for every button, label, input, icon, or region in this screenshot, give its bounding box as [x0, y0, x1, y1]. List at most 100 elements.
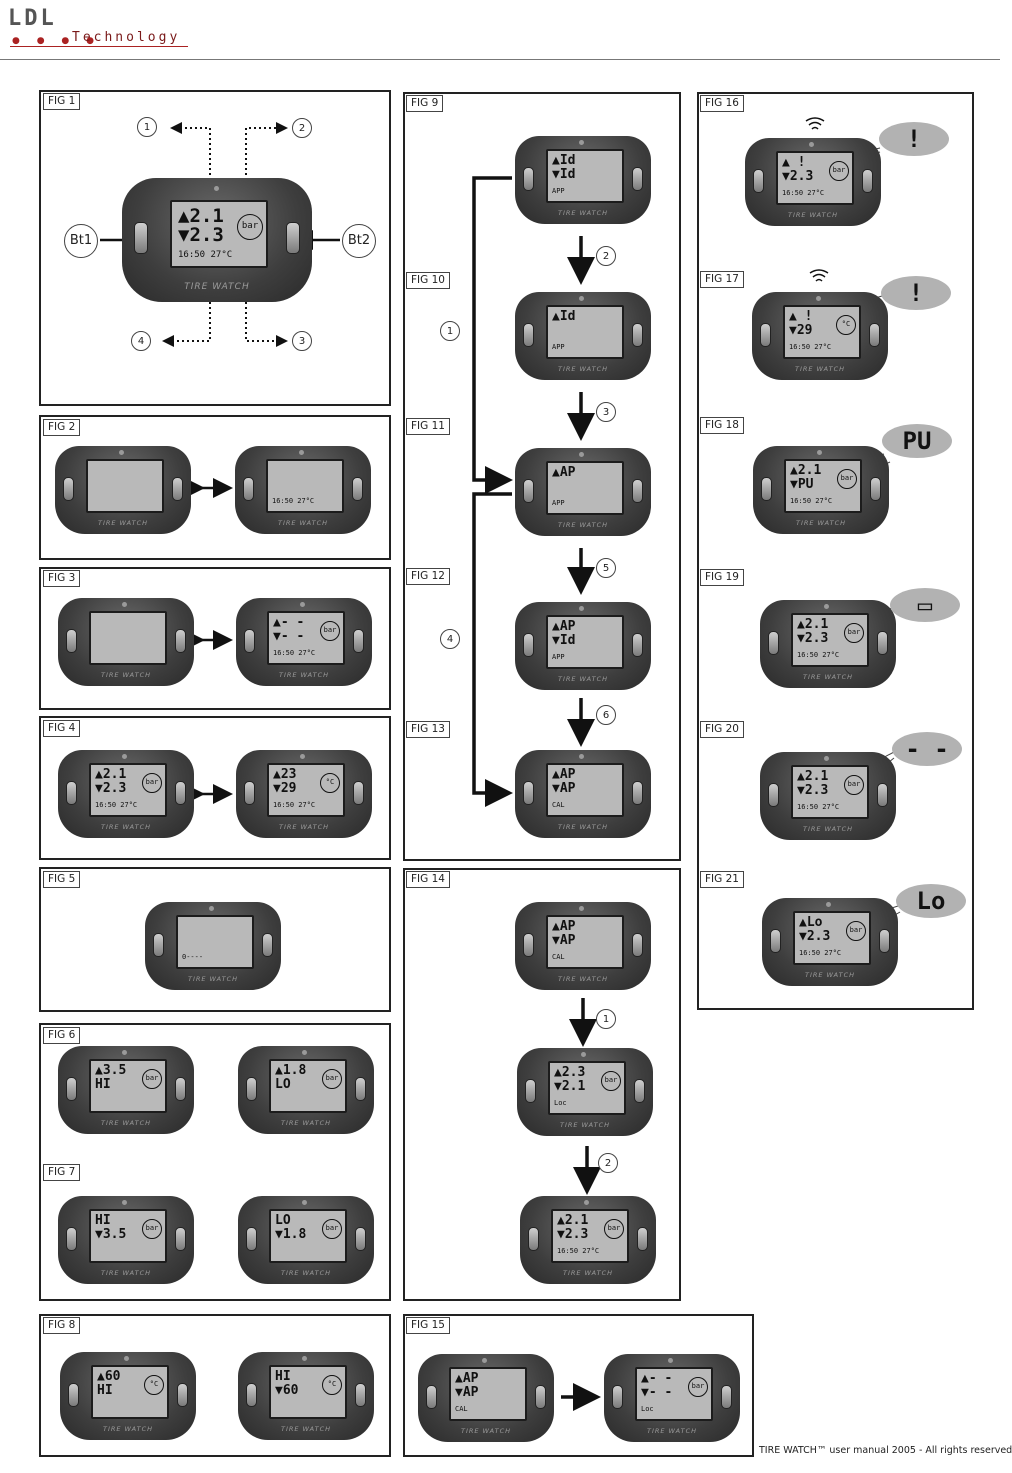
- right-button[interactable]: [877, 631, 888, 655]
- fig1-label: FIG 1: [43, 93, 81, 110]
- left-button[interactable]: [66, 1077, 77, 1101]
- brand-label: TIRE WATCH: [802, 825, 854, 833]
- fig14-step-2: 2: [598, 1153, 618, 1173]
- right-button[interactable]: [352, 477, 363, 501]
- right-button[interactable]: [877, 783, 888, 807]
- right-button[interactable]: [262, 933, 273, 957]
- right-button[interactable]: [355, 1383, 366, 1407]
- left-button[interactable]: [770, 929, 781, 953]
- right-button[interactable]: [172, 477, 183, 501]
- left-button[interactable]: [753, 169, 764, 193]
- fig17-label: FIG 17: [700, 271, 744, 288]
- footer-copyright: TIRE WATCH™ user manual 2005 - All right…: [759, 1445, 1012, 1456]
- lcd-line-1: ▲2.1: [95, 767, 127, 782]
- left-button[interactable]: [525, 1079, 536, 1103]
- left-button[interactable]: [66, 629, 77, 653]
- lcd-line-1: ▲AP: [552, 619, 576, 634]
- brand-label: TIRE WATCH: [562, 1269, 614, 1277]
- left-button[interactable]: [523, 479, 534, 503]
- fig10-label: FIG 10: [406, 272, 450, 289]
- left-button[interactable]: [66, 1227, 77, 1251]
- right-button[interactable]: [632, 323, 643, 347]
- fig14-label: FIG 14: [406, 871, 450, 888]
- lcd-screen: 0----: [176, 915, 254, 969]
- lcd-line-2: ▼2.3: [782, 169, 814, 184]
- brand-label: TIRE WATCH: [557, 209, 609, 217]
- right-button[interactable]: [175, 1077, 186, 1101]
- fig16-alert-bubble: !: [879, 122, 949, 156]
- lcd-line-1: ▲23: [273, 767, 297, 782]
- left-button[interactable]: [426, 1385, 437, 1409]
- left-button[interactable]: [523, 167, 534, 191]
- lcd-unit: °C: [320, 773, 340, 793]
- brand-label: TIRE WATCH: [100, 671, 152, 679]
- right-button[interactable]: [870, 477, 881, 501]
- right-button[interactable]: [175, 781, 186, 805]
- right-button[interactable]: [353, 629, 364, 653]
- right-button[interactable]: [632, 633, 643, 657]
- left-button[interactable]: [244, 629, 255, 653]
- left-button[interactable]: [523, 933, 534, 957]
- right-button[interactable]: [175, 1227, 186, 1251]
- left-button[interactable]: [68, 1383, 79, 1407]
- left-button[interactable]: [246, 1077, 257, 1101]
- left-button[interactable]: [244, 781, 255, 805]
- logo-subtitle: Technology: [72, 30, 181, 45]
- left-button[interactable]: [246, 1227, 257, 1251]
- left-button[interactable]: [523, 781, 534, 805]
- right-button[interactable]: [355, 1227, 366, 1251]
- right-button[interactable]: [632, 933, 643, 957]
- left-button[interactable]: [66, 781, 77, 805]
- left-button[interactable]: [768, 631, 779, 655]
- right-button[interactable]: [632, 781, 643, 805]
- left-button[interactable]: [246, 1383, 257, 1407]
- brand-label: TIRE WATCH: [100, 1119, 152, 1127]
- right-button[interactable]: [355, 1077, 366, 1101]
- lcd-line-2: ▼3.5: [95, 1227, 127, 1242]
- right-button[interactable]: [634, 1079, 645, 1103]
- header-rule: [0, 59, 1000, 60]
- left-button[interactable]: [612, 1385, 623, 1409]
- right-button[interactable]: [535, 1385, 546, 1409]
- brand-label: TIRE WATCH: [804, 971, 856, 979]
- left-button[interactable]: [63, 477, 74, 501]
- button-bt2[interactable]: [286, 222, 300, 254]
- right-button[interactable]: [177, 1383, 188, 1407]
- fig14-step-1: 1: [596, 1009, 616, 1029]
- left-button[interactable]: [153, 933, 164, 957]
- right-button[interactable]: [862, 169, 873, 193]
- right-button[interactable]: [879, 929, 890, 953]
- lcd-unit: bar: [844, 623, 864, 643]
- right-button[interactable]: [721, 1385, 732, 1409]
- left-button[interactable]: [768, 783, 779, 807]
- right-button[interactable]: [175, 629, 186, 653]
- fig4-label: FIG 4: [43, 720, 81, 737]
- brand-label: TIRE WATCH: [280, 1119, 332, 1127]
- left-button[interactable]: [761, 477, 772, 501]
- lcd-line-3: APP: [552, 499, 565, 507]
- lcd-line-1: ▲60: [97, 1369, 121, 1384]
- fig16-signal-icon: [805, 117, 825, 130]
- right-button[interactable]: [869, 323, 880, 347]
- lcd-line-1: ▲AP: [455, 1371, 479, 1386]
- left-button[interactable]: [523, 323, 534, 347]
- right-button[interactable]: [632, 167, 643, 191]
- left-button[interactable]: [760, 323, 771, 347]
- button-bt1[interactable]: [134, 222, 148, 254]
- right-button[interactable]: [353, 781, 364, 805]
- lcd-line-2: ▼Id: [552, 167, 576, 182]
- right-button[interactable]: [632, 479, 643, 503]
- left-button[interactable]: [243, 477, 254, 501]
- left-button[interactable]: [528, 1227, 539, 1251]
- left-button[interactable]: [523, 633, 534, 657]
- right-button[interactable]: [637, 1227, 648, 1251]
- lcd-line-2: ▼- -: [641, 1385, 673, 1400]
- fig1-device: ▲2.1 ▼2.3 16:50 27°C bar TIRE WATCH: [122, 178, 312, 302]
- fig3-label: FIG 3: [43, 570, 81, 587]
